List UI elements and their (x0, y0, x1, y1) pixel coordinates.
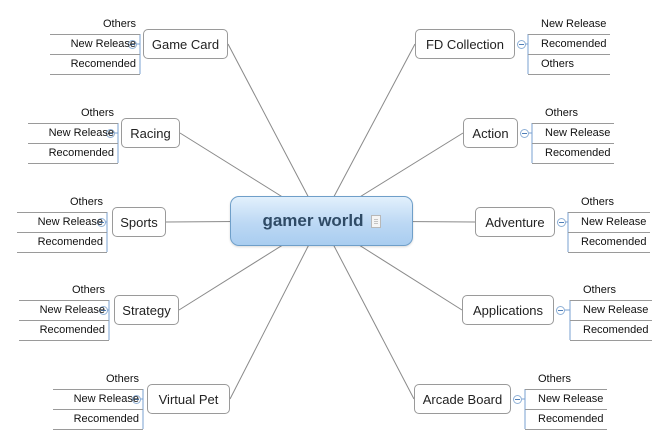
subtopic-virtual-pet-1[interactable]: New Release (53, 390, 143, 410)
topic-adventure[interactable]: Adventure (475, 207, 555, 237)
subtopic-label: Others (541, 58, 575, 70)
subtopic-strategy-2[interactable]: Recomended (19, 321, 109, 341)
subtopic-label: New Release (73, 393, 139, 405)
central-topic-label: gamer world (262, 211, 364, 230)
subtopic-adventure-0[interactable]: Others (568, 193, 650, 213)
connector-game-card (227, 43, 322, 222)
subtopic-action-1[interactable]: New Release (532, 124, 614, 144)
topic-label: Strategy (122, 302, 171, 318)
topic-racing[interactable]: Racing (121, 118, 180, 148)
subtopic-label: Recomended (538, 413, 604, 425)
subtopic-fd-collection-0[interactable]: New Release (528, 15, 610, 35)
topic-action[interactable]: Action (463, 118, 518, 148)
subtopic-arcade-board-2[interactable]: Recomended (525, 410, 607, 430)
subtopic-applications-1[interactable]: New Release (570, 301, 652, 321)
topic-label: FD Collection (425, 36, 505, 52)
subtopic-sports-1[interactable]: New Release (17, 213, 107, 233)
collapse-game-card-icon[interactable] (128, 40, 137, 49)
subtopic-game-card-0[interactable]: Others (50, 15, 140, 35)
topic-label: Sports (120, 214, 158, 230)
subtopic-label: Recomended (73, 413, 139, 425)
subtopic-label: Others (545, 107, 579, 119)
subtopic-action-2[interactable]: Recomended (532, 144, 614, 164)
subtopic-label: New Release (581, 216, 647, 228)
subtopic-label: Others (105, 373, 139, 385)
subtopic-label: New Release (545, 127, 611, 139)
subtopic-label: New Release (541, 18, 607, 30)
topic-label: Action (472, 125, 509, 141)
subtopic-fd-collection-2[interactable]: Others (528, 55, 610, 75)
topic-virtual-pet[interactable]: Virtual Pet (147, 384, 230, 414)
subtopic-label: Others (71, 284, 105, 296)
topic-label: Racing (130, 125, 171, 141)
subtopic-strategy-1[interactable]: New Release (19, 301, 109, 321)
subtopic-racing-0[interactable]: Others (28, 104, 118, 124)
connector-virtual-pet (229, 220, 322, 400)
subtopic-label: Others (581, 196, 615, 208)
subtopic-action-0[interactable]: Others (532, 104, 614, 124)
subtopic-arcade-board-1[interactable]: New Release (525, 390, 607, 410)
topic-label: Virtual Pet (158, 391, 219, 407)
topic-label: Game Card (151, 36, 220, 52)
subtopic-racing-2[interactable]: Recomended (28, 144, 118, 164)
subtopic-label: Others (69, 196, 103, 208)
subtopic-label: Recomended (583, 324, 649, 336)
subtopic-label: New Release (583, 304, 649, 316)
subtopic-sports-0[interactable]: Others (17, 193, 107, 213)
topic-label: Arcade Board (422, 391, 503, 407)
subtopic-label: New Release (538, 393, 604, 405)
subtopic-strategy-0[interactable]: Others (19, 281, 109, 301)
collapse-virtual-pet-icon[interactable] (132, 395, 141, 404)
subtopic-virtual-pet-0[interactable]: Others (53, 370, 143, 390)
connector-fd-collection (320, 43, 416, 222)
subtopic-label: Recomended (48, 147, 114, 159)
subtopic-label: Recomended (581, 236, 647, 248)
subtopic-label: New Release (70, 38, 136, 50)
note-icon[interactable] (370, 214, 381, 228)
subtopic-label: Recomended (37, 236, 103, 248)
collapse-arcade-board-icon[interactable] (513, 395, 522, 404)
subtopic-adventure-2[interactable]: Recomended (568, 233, 650, 253)
collapse-action-icon[interactable] (520, 129, 529, 138)
subtopic-virtual-pet-2[interactable]: Recomended (53, 410, 143, 430)
subtopic-label: Recomended (70, 58, 136, 70)
collapse-sports-icon[interactable] (97, 218, 106, 227)
subtopic-applications-0[interactable]: Others (570, 281, 652, 301)
subtopic-label: Others (102, 18, 136, 30)
subtopic-fd-collection-1[interactable]: Recomended (528, 35, 610, 55)
subtopic-label: New Release (37, 216, 103, 228)
central-topic[interactable]: gamer world (230, 196, 413, 246)
topic-label: Adventure (485, 214, 545, 230)
subtopic-label: Others (583, 284, 617, 296)
topic-strategy[interactable]: Strategy (114, 295, 179, 325)
topic-label: Applications (472, 302, 544, 318)
topic-applications[interactable]: Applications (462, 295, 554, 325)
collapse-racing-icon[interactable] (106, 129, 115, 138)
subtopic-arcade-board-0[interactable]: Others (525, 370, 607, 390)
subtopic-label: New Release (48, 127, 114, 139)
collapse-adventure-icon[interactable] (557, 218, 566, 227)
subtopic-adventure-1[interactable]: New Release (568, 213, 650, 233)
topic-arcade-board[interactable]: Arcade Board (414, 384, 511, 414)
subtopic-label: Recomended (545, 147, 611, 159)
collapse-strategy-icon[interactable] (99, 306, 108, 315)
topic-fd-collection[interactable]: FD Collection (415, 29, 515, 59)
subtopic-label: New Release (39, 304, 105, 316)
subtopic-game-card-2[interactable]: Recomended (50, 55, 140, 75)
subtopic-applications-2[interactable]: Recomended (570, 321, 652, 341)
subtopic-racing-1[interactable]: New Release (28, 124, 118, 144)
subtopic-label: Recomended (541, 38, 607, 50)
collapse-applications-icon[interactable] (556, 306, 565, 315)
subtopic-label: Others (80, 107, 114, 119)
subtopic-label: Recomended (39, 324, 105, 336)
subtopic-sports-2[interactable]: Recomended (17, 233, 107, 253)
connector-arcade-board (320, 220, 415, 400)
topic-sports[interactable]: Sports (112, 207, 166, 237)
topic-game-card[interactable]: Game Card (143, 29, 228, 59)
subtopic-label: Others (538, 373, 572, 385)
subtopic-game-card-1[interactable]: New Release (50, 35, 140, 55)
collapse-fd-collection-icon[interactable] (517, 40, 526, 49)
